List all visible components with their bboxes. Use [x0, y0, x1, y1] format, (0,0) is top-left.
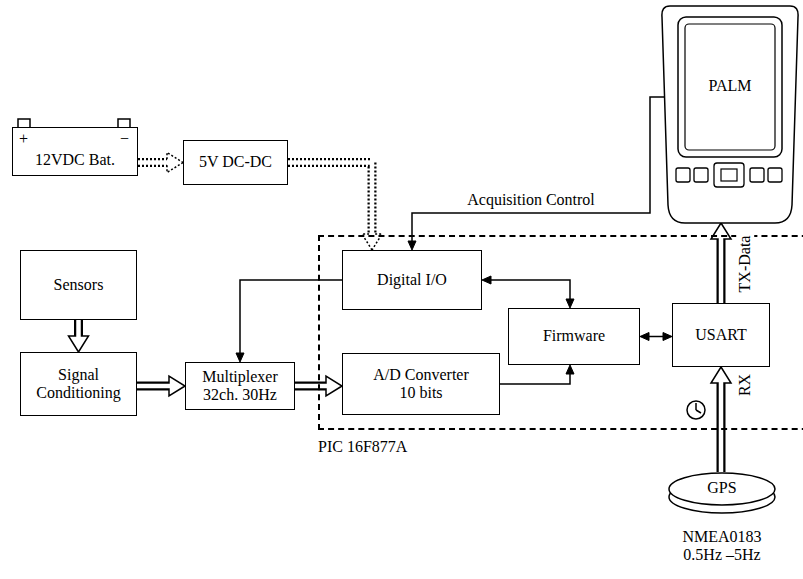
connector — [69, 320, 89, 352]
connector-fill — [719, 381, 724, 473]
process-box: Digital I/O — [342, 250, 482, 310]
connector-line — [240, 280, 342, 353]
gps-receiver: GPS NMEA0183 0.5Hz –5Hz — [667, 468, 777, 568]
process-box: Sensors — [20, 250, 137, 320]
signal-label: Acquisition Control — [465, 191, 597, 209]
node-label: GPS — [667, 479, 777, 497]
connector-line — [500, 374, 570, 384]
node-label: PALM — [660, 77, 800, 95]
palm-device: PALM — [660, 5, 800, 225]
connector — [500, 365, 574, 384]
microcontroller-group: Digital I/O A/D Converter 10 bits Firmware… — [318, 235, 803, 430]
signal-label: TX-Data — [736, 234, 754, 295]
clock-hands — [696, 403, 701, 413]
connector — [408, 97, 664, 250]
signal-label: RX — [736, 372, 754, 398]
connector-line — [412, 97, 664, 241]
node-label: Digital I/O — [377, 271, 447, 289]
arrow-head — [663, 333, 672, 341]
connector-line — [649, 336, 663, 338]
connector-fill — [76, 320, 81, 339]
arrow-head — [408, 241, 416, 250]
arrow-head — [236, 353, 244, 362]
node-label: 12VDC Bat. — [35, 151, 115, 169]
terminal-sign: − — [120, 131, 129, 147]
node-label: A/D Converter 10 bits — [365, 366, 477, 403]
node-label: Sensors — [54, 276, 104, 294]
node-label: Signal Conditioning — [25, 366, 132, 403]
chip-label: PIC 16F877A — [318, 438, 407, 456]
connector — [236, 280, 342, 362]
palm-button — [676, 168, 690, 182]
node-label: USART — [695, 326, 747, 344]
connector — [138, 153, 183, 173]
clock-face — [687, 401, 705, 419]
connector — [482, 276, 574, 308]
connector-fill — [138, 160, 170, 165]
battery-box: 12VDC Bat. — [12, 127, 138, 176]
converter-box: 5V DC-DC — [183, 140, 288, 185]
process-box: Signal Conditioning — [20, 352, 137, 416]
arrow-head — [566, 299, 574, 308]
node-label: 5V DC-DC — [199, 153, 272, 171]
palm-button — [768, 168, 782, 182]
connector-fill — [295, 384, 329, 389]
connector-line — [491, 280, 570, 299]
palm-button — [694, 168, 708, 182]
arrow-head — [566, 365, 574, 374]
process-box: A/D Converter 10 bits — [342, 353, 500, 415]
arrow-head — [482, 276, 491, 284]
palm-button — [721, 169, 737, 181]
palm-outline — [660, 5, 800, 225]
terminal-sign: + — [19, 131, 28, 147]
connector-fill — [137, 384, 172, 389]
connector-fill — [719, 237, 724, 304]
palm-button — [750, 168, 764, 182]
arrow-head — [640, 333, 649, 341]
node-label: Firmware — [543, 327, 605, 345]
connector — [137, 376, 185, 396]
connector — [711, 367, 731, 472]
connector-fill — [288, 163, 372, 237]
connector — [640, 333, 672, 341]
process-box: Firmware — [508, 308, 640, 365]
connector-line — [288, 163, 372, 235]
process-box: USART — [672, 303, 770, 367]
multiplexer-box: Multiplexer 32ch. 30Hz — [185, 362, 295, 410]
palm-body — [662, 6, 798, 223]
clock-symbol — [687, 401, 705, 419]
protocol-note: NMEA0183 0.5Hz –5Hz — [674, 528, 770, 565]
node-label: Multiplexer 32ch. 30Hz — [190, 368, 290, 405]
palm-button — [714, 163, 744, 187]
